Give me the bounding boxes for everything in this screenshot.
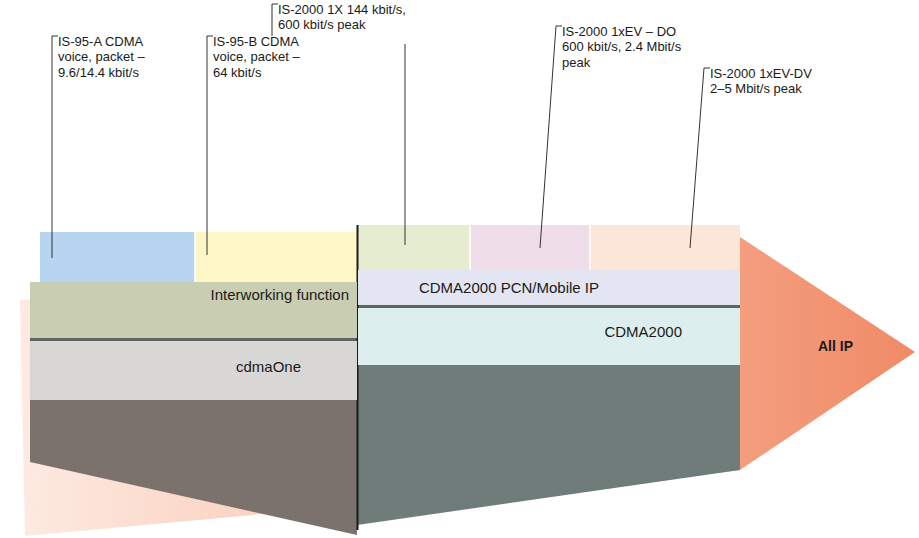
callout-label: IS-2000 1xEV-DV 2–5 Mbit/s peak bbox=[710, 66, 820, 97]
leader-line bbox=[690, 68, 710, 248]
leader-line bbox=[207, 36, 213, 255]
band-label: cdmaOne bbox=[236, 358, 301, 376]
block-face bbox=[30, 400, 357, 535]
technology-band: CDMA2000 PCN/Mobile IP bbox=[358, 270, 740, 305]
leader-line bbox=[52, 36, 58, 258]
migration-arrow bbox=[20, 237, 915, 536]
callout-label: IS-2000 1xEV – DO 600 kbit/s, 2.4 Mbit/s… bbox=[562, 24, 697, 70]
band-label: CDMA2000 PCN/Mobile IP bbox=[419, 279, 599, 297]
tile-divider bbox=[194, 232, 196, 282]
leader-line bbox=[405, 44, 406, 245]
standard-tile bbox=[590, 225, 740, 270]
block-face bbox=[357, 365, 740, 525]
callout-label: IS-2000 1X 144 kbit/s, 600 kbit/s peak bbox=[278, 2, 428, 33]
leader-line bbox=[272, 4, 278, 36]
tile-divider bbox=[589, 225, 591, 270]
standard-tile bbox=[358, 225, 470, 270]
technology-band: Interworking function bbox=[30, 282, 357, 338]
technology-band: cdmaOne bbox=[30, 341, 357, 400]
arrow-label: All IP bbox=[818, 338, 853, 355]
leader-line bbox=[540, 26, 562, 248]
technology-band: CDMA2000 bbox=[358, 308, 740, 365]
leader-lines bbox=[52, 4, 710, 258]
standard-tile bbox=[40, 232, 195, 282]
band-label: Interworking function bbox=[211, 286, 349, 304]
band-label: CDMA2000 bbox=[604, 323, 682, 341]
standard-tile bbox=[195, 232, 357, 282]
tile-divider bbox=[469, 225, 471, 270]
callout-label: IS-95-A CDMA voice, packet – 9.6/14.4 kb… bbox=[58, 34, 163, 80]
standard-tile bbox=[470, 225, 590, 270]
callout-label: IS-95-B CDMA voice, packet – 64 kbit/s bbox=[213, 34, 311, 80]
